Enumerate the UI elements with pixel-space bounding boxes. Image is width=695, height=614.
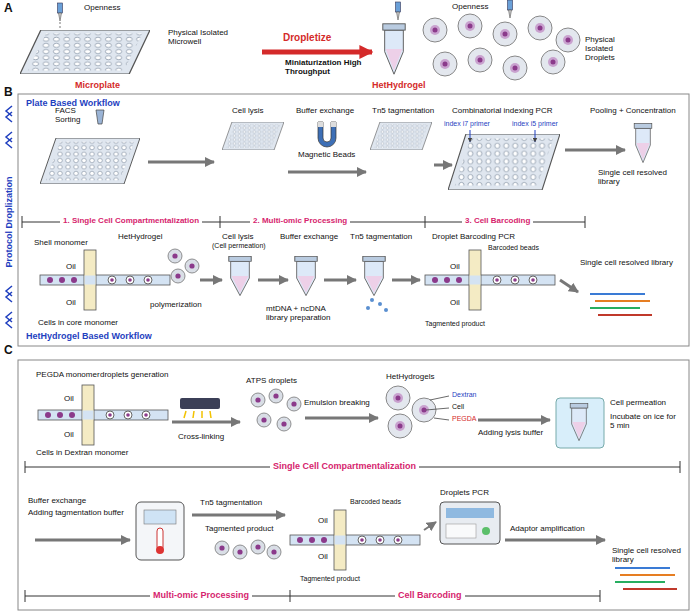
section-title: 1. Single Cell Compartmentalization [60,216,202,225]
annotation-text: droplets generation [100,370,169,379]
annotation-text: Cells in Dextran monomer [36,448,128,457]
annotation-text: Cell permeation [610,398,666,407]
annotation-text: Dropletize [283,32,331,44]
annotation-text: Miniaturization High Throughput [285,58,363,76]
annotation-text: FACS Sorting [55,106,91,124]
annotation-text: PEGDA [452,415,477,423]
annotation-text: Adding tagmentation buffer [28,508,124,517]
section-title: Cell Barcoding [395,590,465,600]
annotation-text: HetHydrogels [386,372,434,381]
panel-letter: C [4,344,13,358]
annotation-text: Tn5 tagmentation [372,106,434,115]
annotation-text: Buffer exchange [296,106,354,115]
annotation-text: Physical Isolated Droplets [585,35,635,63]
annotation-text: Oil [66,262,76,271]
annotation-text: Magnetic Beads [298,150,355,159]
annotation-text: Tagmented product [425,320,485,328]
annotation-text: Barcoded beads [488,244,539,252]
annotation-text: Openness [84,3,120,12]
annotation-text: Single cell resolved library [598,168,676,186]
annotation-text: index i5 primer [512,120,558,128]
annotation-text: polymerization [150,300,202,309]
annotation-text: ATPS droplets [246,376,297,385]
panel-letter: A [4,2,13,16]
annotation-text: Physical Isolated Microwell [168,28,248,46]
annotation-text: Tn5 tagmentation [350,232,412,241]
annotation-text: Oil [66,298,76,307]
annotation-text: Cell lysis [222,232,254,241]
annotation-text: Adding lysis buffer [478,428,543,437]
annotation-text: Oil [318,552,328,561]
annotation-text: (Cell permeation) [212,242,266,250]
annotation-text: Openness [452,2,488,11]
annotation-text: HetHydrogel [372,80,426,90]
annotation-text: Droplet Barcoding PCR [432,232,515,241]
annotation-text: Adaptor amplification [510,524,585,533]
annotation-text: Tagmented product [300,575,360,583]
section-title: Multi-omic Processing [150,590,252,600]
annotation-text: HetHydrogel [118,232,162,241]
annotation-text: Oil [450,262,460,271]
annotation-text: Droplets PCR [440,488,489,497]
annotation-text: Oil [450,298,460,307]
annotation-text: Barcoded beads [350,498,401,506]
annotation-text: Single cell resolved library [580,258,680,267]
section-title: Single Cell Compartmentalization [270,461,419,471]
annotation-text: PEGDA monomer [36,370,100,379]
section-title: 3. Cell Barcoding [462,216,533,225]
annotation-text: Tagmented product [205,524,274,533]
annotation-text: Incubate on ice for 5 min [610,412,682,430]
annotation-text: Oil [318,516,328,525]
annotation-text: Shell monomer [34,238,88,247]
side-title: Protocol Droplization [4,177,14,268]
annotation-text: Buffer exchange [280,232,338,241]
annotation-text: Oil [64,430,74,439]
annotation-text: Oil [64,394,74,403]
section-title: 2. Multi-omic Processing [250,216,350,225]
annotation-text: Emulsion breaking [304,398,370,407]
annotation-text: index i7 primer [444,120,490,128]
annotation-text: Cross-linking [178,432,224,441]
annotation-text: Cell [452,403,464,411]
annotation-text: Single cell resolved library [612,546,687,564]
annotation-text: Cell lysis [232,106,264,115]
annotation-text: mtDNA + ncDNA library preparation [266,304,344,322]
annotation-text: Cells in core monomer [38,318,118,327]
annotation-text: Pooling + Concentration [590,106,676,115]
annotation-text: Tn5 tagmentation [200,498,262,507]
panel-letter: B [4,86,13,100]
annotation-text: Dextran [452,391,477,399]
annotation-text: Microplate [75,80,120,90]
annotation-text: Buffer exchange [28,496,86,505]
annotation-text: HetHydrogel Based Workflow [26,331,152,341]
annotation-text: Combinatorial indexing PCR [452,106,553,115]
